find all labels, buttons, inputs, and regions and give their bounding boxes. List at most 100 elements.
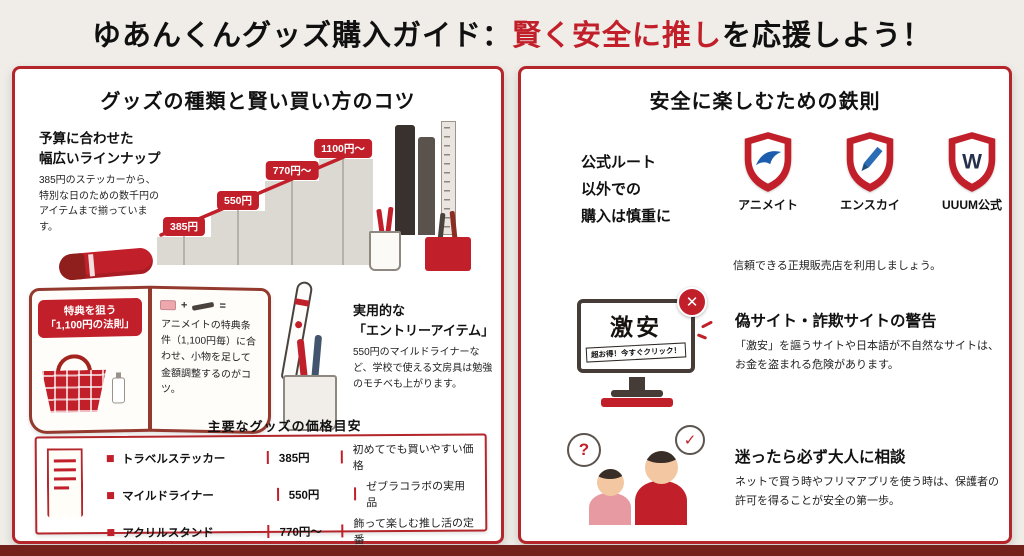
shop-label: アニメイト <box>738 198 798 212</box>
book-icon <box>418 137 435 235</box>
monitor-base <box>611 390 663 397</box>
pen-icon <box>192 301 215 311</box>
bullet-icon <box>107 492 115 500</box>
entry-item-body: 550円のマイルドライナーなど、学校で使える文房具は勉強のモチベも上がります。 <box>353 347 493 390</box>
basket-body <box>42 370 106 413</box>
open-book-illustration: 特典を狙う 「1,100円の法則」 + = アニメイトの特典条件（1,100円毎… <box>29 285 271 435</box>
svg-text:W: W <box>962 151 982 174</box>
adult-icon <box>635 451 687 525</box>
scam-click-label: 超お得！今すぐクリック！ <box>585 342 687 363</box>
safety-rules-panel: 安全に楽しむための鉄則 公式ルート 以外での 購入は慎重に アニメイト <box>518 66 1012 544</box>
plus-sign: + <box>181 299 188 312</box>
red-marker-icon <box>58 246 154 282</box>
scam-site-illustration: 激安 超お得！今すぐクリック！ ✕ <box>571 287 714 411</box>
divider <box>267 524 270 538</box>
monitor-screen: 激安 超お得！今すぐクリック！ <box>577 299 695 373</box>
check-mark: ✓ <box>683 432 697 449</box>
alert-dash <box>700 320 714 329</box>
consult-heading: 迷ったら必ず大人に相談 <box>735 449 906 466</box>
child-icon <box>589 469 631 525</box>
question-bubble-icon: ? <box>567 433 601 467</box>
shop-label: エンスカイ <box>840 198 900 212</box>
bonus-rule-badge: 特典を狙う 「1,100円の法則」 <box>38 297 142 339</box>
lineup-body: 385円のステッカーから、特別な日のための数千円のアイテムまで揃っています。 <box>39 175 159 233</box>
item-name: アクリルスタンド <box>122 526 214 540</box>
divider <box>340 450 343 464</box>
bullet-icon <box>107 529 115 537</box>
shop-label: UUUM公式 <box>942 198 1002 212</box>
pen-cup-icon <box>283 375 337 431</box>
page-title: ゆあんくんグッズ購入ガイド：賢く安全に推しを応援しよう！ <box>0 12 1024 54</box>
official-route-heading: 公式ルート 以外での 購入は慎重に <box>581 154 672 225</box>
adult-head <box>644 451 678 484</box>
bottle-icon <box>112 377 125 404</box>
title-part1: ゆあんくんグッズ購入ガイド： <box>91 20 512 52</box>
book-icon <box>395 125 415 235</box>
eraser-icon <box>160 299 176 311</box>
goods-guide-panel: グッズの種類と賢い買い方のコツ 予算に合わせた 幅広いラインナップ 385円のス… <box>12 66 504 546</box>
marker-band <box>88 254 96 277</box>
bonus-rule-body: アニメイトの特典条件（1,100円毎）に合わせ、小物を足して金額調整するのがコツ… <box>161 318 257 396</box>
entry-item-heading: 実用的な 「エントリーアイテム」 <box>353 303 495 338</box>
equals-sign: = <box>219 300 226 313</box>
receipt-icon <box>47 448 84 522</box>
consult-illustration: ? ✓ <box>563 425 719 537</box>
pen-icon <box>385 206 394 234</box>
child-head <box>596 469 624 496</box>
stationery-illustration <box>367 117 499 273</box>
table-row: アクリルスタンド 770円〜 飾って楽しむ推し活の定番 <box>95 514 475 549</box>
item-name: マイルドライナー <box>122 489 214 503</box>
title-part2: を応援しよう！ <box>722 20 933 52</box>
pen-holder-icon <box>425 237 471 271</box>
question-mark: ? <box>578 440 590 459</box>
item-name: トラベルステッカー <box>121 452 226 466</box>
title-highlight: 賢く安全に推し <box>511 20 722 52</box>
official-route-body: 信頼できる正規販売店を利用しましょう。 <box>733 260 942 272</box>
big-pen-icon <box>280 280 314 382</box>
shield-icon: W <box>948 132 996 192</box>
alert-dash <box>696 333 708 340</box>
price-badge-1100: 1100円〜 <box>314 139 372 158</box>
bullet-icon <box>106 455 114 463</box>
x-mark-icon: ✕ <box>677 287 707 317</box>
item-formula-icons: + = <box>152 289 268 315</box>
official-shops: アニメイト エンスカイ W UUUM <box>729 131 1011 213</box>
marker-cap <box>58 252 87 282</box>
lineup-heading: 予算に合わせた 幅広いラインナップ <box>39 131 161 167</box>
price-step-chart: 385円 550円 770円〜 1100円〜 <box>157 133 373 265</box>
divider <box>276 487 279 501</box>
divider <box>341 524 344 538</box>
adult-torso <box>635 481 687 525</box>
item-price: 385円 <box>278 452 310 465</box>
divider <box>266 450 269 464</box>
entry-item-illustration <box>267 280 353 433</box>
pen-cup-icon <box>369 231 401 271</box>
item-price: 770円〜 <box>279 526 322 539</box>
right-panel-title: 安全に楽しむための鉄則 <box>649 91 881 113</box>
item-note: ゼブラコラボの実用品 <box>366 480 466 509</box>
consult-body: ネットで買う時やフリマアプリを使う時は、保護者の許可を得ることが安全の第一歩。 <box>735 476 999 507</box>
shield-icon <box>744 132 792 192</box>
book-left-page: 特典を狙う 「1,100円の法則」 <box>29 285 150 435</box>
check-bubble-icon: ✓ <box>675 425 705 455</box>
shop-animate: アニメイト <box>729 131 807 213</box>
item-price: 550円 <box>288 489 320 502</box>
price-badge-550: 550円 <box>216 191 260 210</box>
price-badge-385: 385円 <box>162 217 206 236</box>
table-row: トラベルステッカー 385円 初めてでも買いやすい価格 <box>95 440 475 475</box>
bottom-bar <box>0 545 1024 556</box>
price-table-title: 主要なグッズの価格目安 <box>207 417 362 434</box>
price-table: 主要なグッズの価格目安 トラベルステッカー 385円 初めてでも買いやすい価格 … <box>34 418 488 546</box>
monitor-foot <box>601 398 673 407</box>
shop-uuum: W UUUM公式 <box>933 131 1011 213</box>
table-row: マイルドライナー 550円 ゼブラコラボの実用品 <box>95 477 475 512</box>
shop-ensky: エンスカイ <box>831 131 909 213</box>
monitor-stand <box>629 377 645 390</box>
price-table-content: 主要なグッズの価格目安 トラベルステッカー 385円 初めてでも買いやすい価格 … <box>95 414 476 554</box>
scam-banner-text: 激安 <box>610 314 662 340</box>
item-note: 飾って楽しむ推し活の定番 <box>353 517 474 546</box>
item-note: 初めてでも買いやすい価格 <box>352 443 474 472</box>
book-right-page: + = アニメイトの特典条件（1,100円毎）に合わせ、小物を足して金額調整する… <box>150 285 271 435</box>
child-torso <box>589 493 631 525</box>
